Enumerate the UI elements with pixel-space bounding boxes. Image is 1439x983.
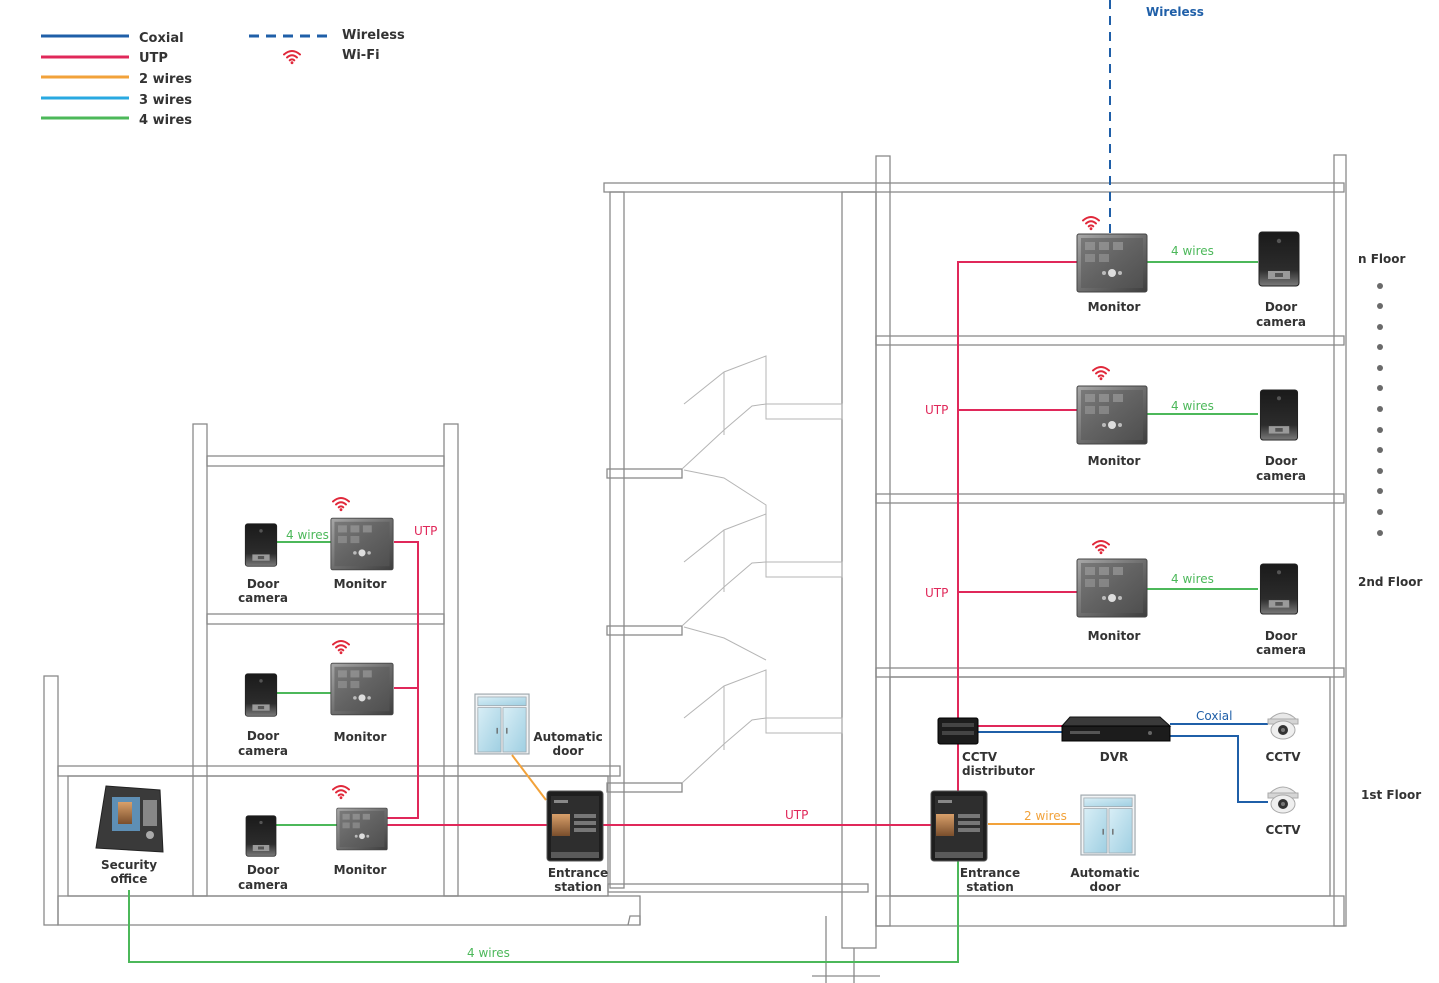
door-camera-label-line1: Door [247, 729, 279, 743]
wireless-label: Wireless [1146, 5, 1204, 19]
legend-2wires: 2 wires [139, 72, 192, 87]
door-camera-icon [245, 815, 277, 857]
door-camera-label-line2: camera [1256, 469, 1306, 483]
cctv-distributor-label-line2: distributor [962, 764, 1035, 778]
wifi-icon [331, 784, 351, 800]
floor-label-n: n Floor [1358, 252, 1406, 266]
floor-labels: n Floor 2nd Floor 1st Floor [1358, 252, 1422, 802]
monitor-label: Monitor [1088, 629, 1141, 643]
automatic-door-label-line1: Automatic [533, 730, 602, 744]
floor-label-2nd: 2nd Floor [1358, 575, 1422, 589]
floor-label-1st: 1st Floor [1361, 788, 1421, 802]
door-camera-icon [1259, 563, 1299, 615]
cctv-distributor-label-line1: CCTV [962, 750, 998, 764]
dome-camera-icon [1267, 786, 1299, 814]
dvr-icon [1060, 716, 1172, 742]
monitor-label: Monitor [334, 577, 387, 591]
wire-labels: Wireless 4 wires 4 wires 4 wires UTP UTP… [286, 5, 1232, 960]
wire-label-2wires: 2 wires [1024, 809, 1067, 823]
entrance-station-label-line1: Entrance [548, 866, 608, 880]
monitor-icon [330, 517, 394, 571]
floor-ellipsis [1377, 283, 1383, 536]
legend-coaxial: Coxial [139, 31, 184, 46]
cctv-label: CCTV [1265, 750, 1301, 764]
wifi-icon [1091, 539, 1111, 555]
legend-wireless: Wireless [342, 28, 405, 43]
monitor-icon [330, 662, 394, 716]
wire-label-4wires: 4 wires [1171, 572, 1214, 586]
legend-wifi: Wi-Fi [342, 48, 380, 63]
door-camera-icon [244, 673, 278, 717]
wire-label-4wires: 4 wires [286, 528, 329, 542]
legend: Coxial UTP 2 wires 3 wires 4 wires Wirel… [41, 28, 405, 128]
dome-camera-icon [1267, 712, 1299, 740]
automatic-door-icon [1080, 794, 1136, 856]
wire-label-utp: UTP [925, 586, 948, 600]
left-tower-devices: Door camera Monitor Door camera Monitor … [238, 496, 394, 892]
monitor-label: Monitor [1088, 454, 1141, 468]
legend-3wires: 3 wires [139, 93, 192, 108]
entrance-station-label-line1: Entrance [960, 866, 1020, 880]
door-camera-label-line1: Door [1265, 629, 1297, 643]
wire-label-coaxial: Coxial [1196, 709, 1232, 723]
monitor-icon [1076, 233, 1148, 293]
entrance-station-label-line2: station [966, 880, 1014, 894]
ground-left-devices: Security office Automatic door Entrance … [95, 693, 608, 894]
wire-label-4wires: 4 wires [1171, 399, 1214, 413]
wire-label-utp: UTP [785, 808, 808, 822]
wifi-icon [282, 49, 302, 65]
legend-utp: UTP [139, 51, 168, 66]
security-terminal-icon [95, 785, 164, 853]
entrance-station-icon [930, 790, 988, 862]
monitor-icon [1076, 558, 1148, 618]
door-camera-icon [244, 523, 278, 567]
door-camera-label-line1: Door [247, 577, 279, 591]
wire-label-4wires: 4 wires [1171, 244, 1214, 258]
right-tower-devices: Monitor Door camera Monitor Door camera … [930, 215, 1306, 894]
cctv-label: CCTV [1265, 823, 1301, 837]
monitor-label: Monitor [1088, 300, 1141, 314]
door-camera-icon [1258, 231, 1300, 287]
legend-4wires: 4 wires [139, 113, 192, 128]
automatic-door-label-line1: Automatic [1070, 866, 1139, 880]
dvr-label: DVR [1100, 750, 1129, 764]
entrance-station-label-line2: station [554, 880, 602, 894]
distributor-icon [937, 717, 979, 745]
door-camera-label-line2: camera [238, 744, 288, 758]
monitor-label: Monitor [334, 863, 387, 877]
door-camera-label-line1: Door [1265, 454, 1297, 468]
security-office-label-line1: Security [101, 858, 157, 872]
door-camera-label-line2: camera [1256, 315, 1306, 329]
building-structure [43, 154, 1347, 983]
wire-label-utp: UTP [925, 403, 948, 417]
door-camera-label-line2: camera [238, 591, 288, 605]
door-camera-icon [1259, 389, 1299, 441]
wire-label-4wires: 4 wires [467, 946, 510, 960]
entrance-station-icon [546, 790, 604, 862]
monitor-icon [1076, 385, 1148, 445]
automatic-door-label-line2: door [553, 744, 584, 758]
security-office-label-line2: office [111, 872, 148, 886]
wifi-icon [331, 496, 351, 512]
monitor-label: Monitor [334, 730, 387, 744]
wiring [128, 0, 1268, 963]
wifi-icon [331, 639, 351, 655]
wire-label-utp: UTP [414, 524, 437, 538]
door-camera-label-line2: camera [238, 878, 288, 892]
automatic-door-icon [474, 693, 530, 755]
utp-riser-right [957, 261, 1078, 726]
door-camera-label-line2: camera [1256, 643, 1306, 657]
wifi-icon [1091, 365, 1111, 381]
door-camera-label-line1: Door [247, 863, 279, 877]
door-camera-label-line1: Door [1265, 300, 1297, 314]
wifi-icon [1081, 215, 1101, 231]
automatic-door-label-line2: door [1090, 880, 1121, 894]
monitor-icon [336, 807, 388, 851]
